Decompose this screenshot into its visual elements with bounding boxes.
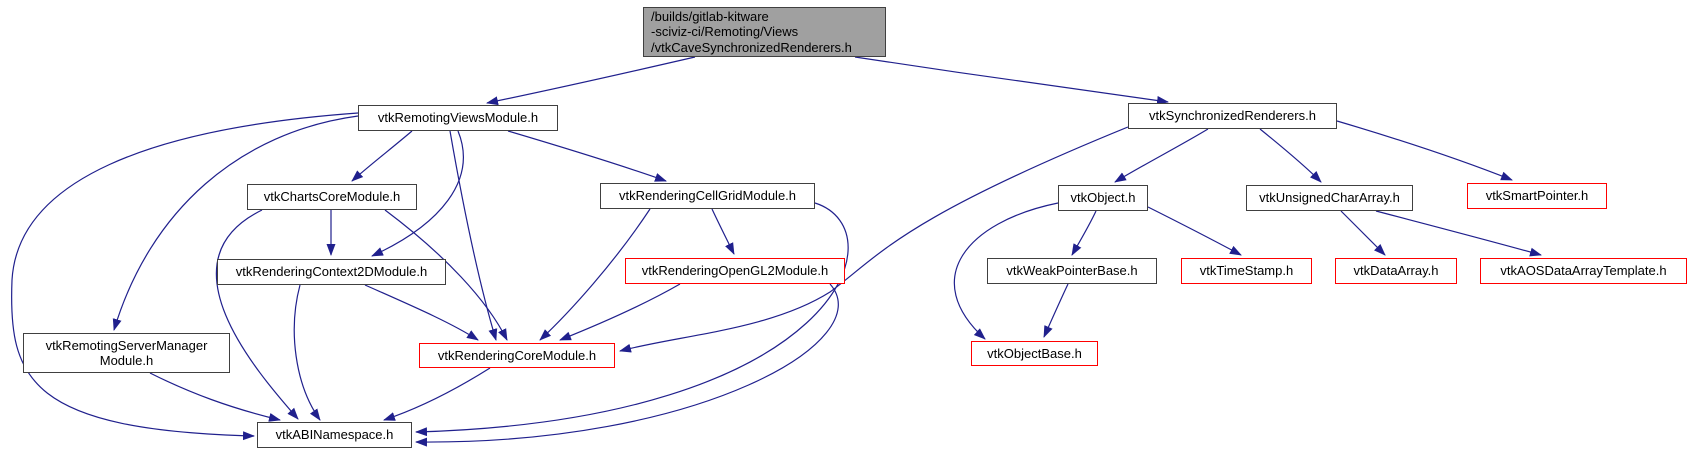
edge-synchronized-renderers-to-rendering-core-module [619, 126, 1129, 353]
node-label: vtkRemotingViewsModule.h [377, 110, 539, 126]
edge-unsigned-char-array-to-data-array [1340, 210, 1386, 256]
edge-rendering-core-module-to-abi-namespace [383, 367, 491, 421]
node-label: vtkTimeStamp.h [1199, 263, 1294, 279]
node-smart-pointer[interactable]: vtkSmartPointer.h [1467, 183, 1607, 209]
node-rendering-core-module[interactable]: vtkRenderingCoreModule.h [419, 343, 615, 368]
node-data-array[interactable]: vtkDataArray.h [1335, 258, 1457, 284]
node-label: vtkChartsCoreModule.h [263, 189, 401, 205]
node-label: vtkAOSDataArrayTemplate.h [1500, 263, 1667, 279]
node-weak-pointer-base[interactable]: vtkWeakPointerBase.h [987, 258, 1157, 284]
node-charts-core-module[interactable]: vtkChartsCoreModule.h [247, 184, 417, 210]
edge-object-to-time-stamp [1147, 206, 1242, 256]
edge-root-to-synchronized-renderers [854, 56, 1169, 105]
node-label: vtkRemotingServerManager Module.h [45, 337, 208, 369]
node-label: /builds/gitlab-kitware -sciviz-ci/Remoti… [651, 8, 852, 55]
edge-remoting-server-manager-module-to-abi-namespace [149, 372, 281, 422]
edge-remoting-views-module-to-remoting-server-manager-module [112, 115, 359, 331]
edge-root-to-remoting-views-module [486, 56, 696, 106]
edge-object-to-object-base [953, 202, 1059, 340]
edge-rendering-opengl2-module-to-rendering-core-module [559, 283, 681, 341]
node-synchronized-renderers[interactable]: vtkSynchronizedRenderers.h [1128, 103, 1337, 129]
edge-charts-core-module-to-rendering-core-module [384, 209, 508, 341]
node-rendering-opengl2-module[interactable]: vtkRenderingOpenGL2Module.h [625, 258, 845, 284]
edge-remoting-views-module-to-rendering-cellgrid-module [507, 130, 667, 182]
node-remoting-server-manager-module[interactable]: vtkRemotingServerManager Module.h [23, 333, 230, 373]
node-label: vtkRenderingCellGridModule.h [618, 188, 797, 204]
node-remoting-views-module[interactable]: vtkRemotingViewsModule.h [358, 105, 558, 131]
node-time-stamp[interactable]: vtkTimeStamp.h [1181, 258, 1312, 284]
node-label: vtkObject.h [1070, 190, 1136, 206]
node-unsigned-char-array[interactable]: vtkUnsignedCharArray.h [1246, 185, 1413, 211]
node-label: vtkRenderingOpenGL2Module.h [641, 263, 829, 279]
edge-rendering-context2d-module-to-abi-namespace [293, 284, 321, 421]
node-object-base[interactable]: vtkObjectBase.h [971, 341, 1098, 366]
edge-remoting-views-module-to-abi-namespace [11, 112, 359, 441]
edge-synchronized-renderers-to-unsigned-char-array [1259, 128, 1322, 183]
node-rendering-cellgrid-module[interactable]: vtkRenderingCellGridModule.h [600, 183, 815, 209]
node-rendering-context2d-module[interactable]: vtkRenderingContext2DModule.h [217, 259, 446, 285]
node-label: vtkWeakPointerBase.h [1006, 263, 1138, 279]
edge-charts-core-module-to-abi-namespace [215, 209, 299, 420]
edge-unsigned-char-array-to-aos-data-array-template [1375, 210, 1542, 257]
edge-synchronized-renderers-to-smart-pointer [1336, 120, 1513, 181]
node-label: vtkRenderingContext2DModule.h [235, 264, 428, 280]
edge-rendering-cellgrid-module-to-rendering-opengl2-module [711, 208, 735, 255]
edge-rendering-opengl2-module-to-abi-namespace [415, 283, 839, 447]
node-label: vtkObjectBase.h [987, 345, 1082, 361]
edge-rendering-context2d-module-to-rendering-core-module [364, 284, 479, 341]
node-label: vtkSynchronizedRenderers.h [1149, 108, 1316, 124]
edge-remoting-views-module-to-rendering-core-module [449, 130, 498, 341]
node-aos-data-array-template[interactable]: vtkAOSDataArrayTemplate.h [1480, 258, 1687, 284]
node-label: vtkRenderingCoreModule.h [437, 347, 597, 363]
node-object[interactable]: vtkObject.h [1058, 185, 1148, 211]
edge-object-to-weak-pointer-base [1071, 210, 1097, 256]
edge-remoting-views-module-to-rendering-context2d-module [371, 130, 464, 257]
edge-synchronized-renderers-to-object [1114, 128, 1209, 183]
node-root: /builds/gitlab-kitware -sciviz-ci/Remoti… [643, 7, 886, 57]
edge-rendering-cellgrid-module-to-abi-namespace [415, 202, 849, 437]
edge-weak-pointer-base-to-object-base [1043, 283, 1069, 338]
edge-rendering-cellgrid-module-to-rendering-core-module [539, 208, 651, 341]
node-label: vtkDataArray.h [1353, 263, 1439, 279]
node-label: vtkSmartPointer.h [1485, 188, 1589, 204]
edge-remoting-views-module-to-charts-core-module [351, 130, 413, 182]
node-abi-namespace[interactable]: vtkABINamespace.h [257, 422, 412, 448]
node-label: vtkUnsignedCharArray.h [1259, 190, 1400, 206]
node-label: vtkABINamespace.h [275, 427, 394, 443]
